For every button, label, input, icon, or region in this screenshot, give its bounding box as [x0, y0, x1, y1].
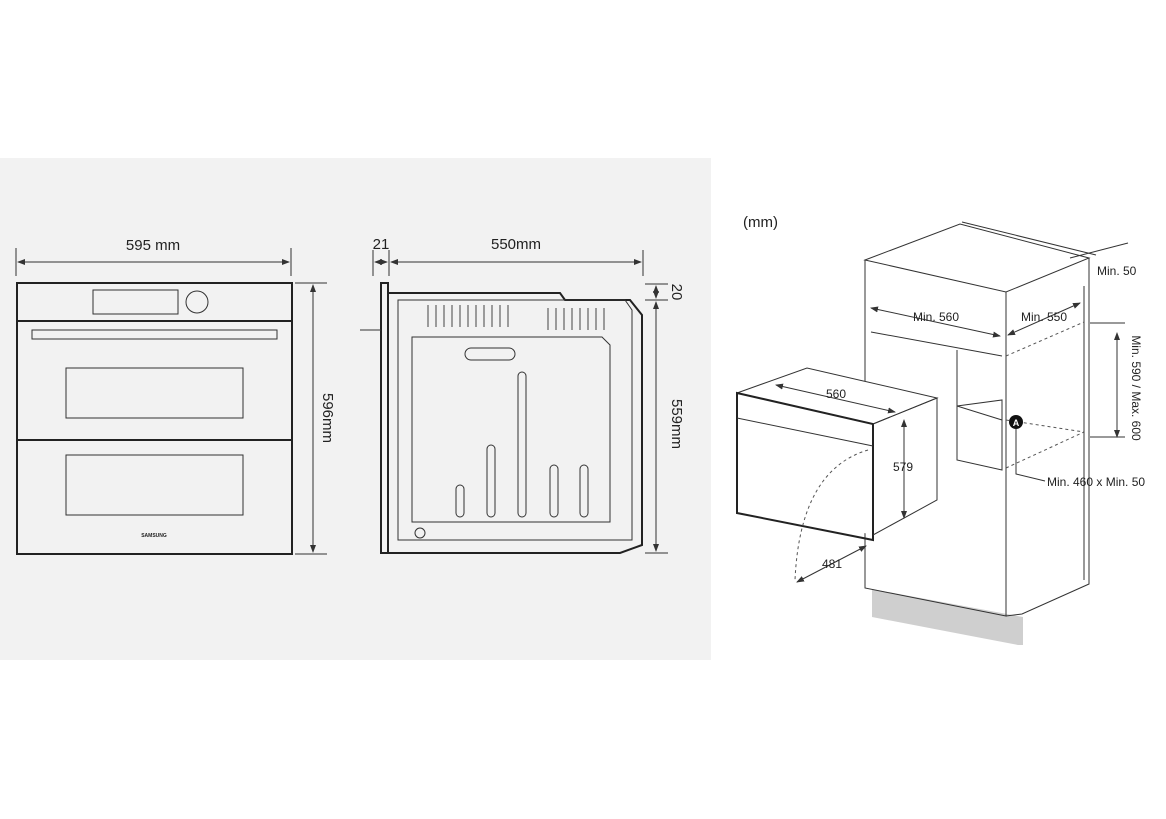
installation-view: (mm) Min. 560 Min. 550 Min. 50 Min. 590 …	[736, 214, 1145, 645]
oven-front-outline	[16, 282, 293, 555]
brand-logo: SAMSUNG	[141, 533, 167, 539]
cabinet-top	[863, 223, 1091, 293]
oven-height-label: 579	[893, 460, 913, 474]
top-offset-label: 20	[668, 284, 685, 301]
niche-height-label: Min. 590 / Max. 600	[1129, 335, 1143, 441]
front-view: 595 mm SAMSUNG 596mm	[15, 237, 336, 555]
cabinet-depth-label: Min. 550	[1021, 310, 1067, 324]
door-depth-label: 21	[373, 236, 390, 253]
plinth	[872, 589, 1023, 645]
oven-body-profile	[388, 292, 643, 554]
front-height-label: 596mm	[319, 393, 336, 443]
upper-window	[65, 367, 244, 419]
vent-marker-label: A	[1013, 418, 1020, 428]
drawing-panel-background	[0, 158, 711, 660]
control-knob	[185, 290, 209, 314]
oven-front	[736, 391, 874, 542]
side-depth-label: 550mm	[491, 236, 541, 253]
oven-width-label: 560	[826, 387, 846, 401]
lower-window	[65, 454, 244, 516]
display-panel	[92, 289, 179, 315]
side-view: 21 550mm 20 559mm	[360, 236, 685, 554]
vent-size-label: Min. 460 x Min. 50	[1047, 475, 1145, 489]
side-height-label: 559mm	[668, 399, 685, 449]
door-swing-label: 481	[822, 557, 842, 571]
vent-marker	[1009, 415, 1023, 429]
unit-label: (mm)	[743, 214, 778, 231]
front-width-label: 595 mm	[126, 237, 180, 254]
cabinet-width-label: Min. 560	[913, 310, 959, 324]
door-handle	[31, 329, 278, 340]
rear-gap-label: Min. 50	[1097, 264, 1137, 278]
